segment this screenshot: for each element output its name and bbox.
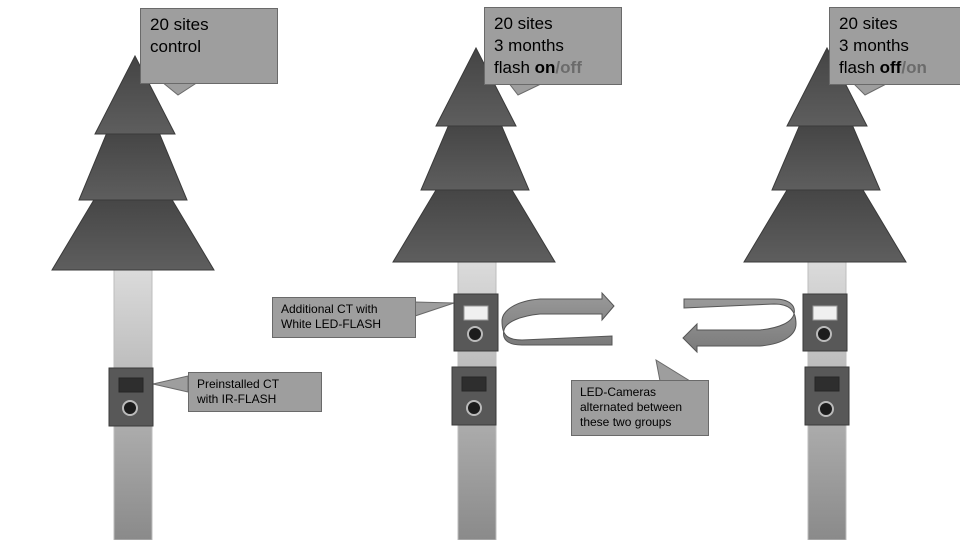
tree-foliage-middle: [771, 121, 881, 191]
callout-flash-state: flash off/on: [839, 57, 953, 79]
group-a-tree: [392, 46, 556, 540]
led-flash-window: [463, 305, 489, 321]
callout-duration: 3 months: [494, 36, 564, 55]
control-tree: [51, 54, 215, 540]
led-camera-trap: [802, 293, 848, 352]
camera-lens: [466, 400, 482, 416]
flash-active: off: [879, 58, 902, 77]
tree-foliage-bottom: [51, 192, 215, 271]
ir-flash-window: [461, 376, 487, 392]
flash-active: on: [534, 58, 556, 77]
flash-inactive: on: [906, 58, 927, 77]
control-callout: 20 sites control: [140, 8, 278, 84]
callout-group: control: [150, 37, 202, 56]
callout-duration: 3 months: [839, 36, 909, 55]
preinstalled-callout-pointer: [152, 375, 189, 393]
ir-flash-window: [118, 377, 144, 393]
tree-foliage-middle: [78, 129, 188, 201]
camera-lens: [818, 401, 834, 417]
group-a-callout: 20 sites 3 months flash on/off: [484, 7, 622, 85]
flash-inactive: off: [560, 58, 582, 77]
rotation-arrow-right: [682, 298, 797, 354]
camera-lens: [122, 400, 138, 416]
additional-callout-pointer: [414, 301, 455, 317]
callout-line: alternated between: [580, 400, 683, 414]
led-flash-window: [812, 305, 838, 321]
tree-foliage-middle: [420, 121, 530, 191]
flash-prefix: flash: [839, 58, 880, 77]
callout-line: with IR-FLASH: [197, 392, 277, 406]
callout-line: these two groups: [580, 415, 672, 429]
ir-camera-trap: [804, 366, 850, 426]
ir-camera-trap: [108, 367, 154, 427]
group-b-tree: [743, 46, 907, 540]
tree-foliage-top: [94, 54, 176, 135]
camera-lens: [816, 326, 832, 342]
flash-separator: /: [555, 58, 561, 77]
group-b-callout: 20 sites 3 months flash off/on: [829, 7, 960, 85]
rotation-arrow-left: [501, 291, 615, 346]
callout-line: Additional CT with: [281, 302, 378, 316]
callout-line: White LED-FLASH: [281, 317, 382, 331]
tree-foliage-top: [786, 46, 868, 127]
callout-sites: 20 sites: [839, 14, 898, 33]
callout-sites: 20 sites: [150, 15, 209, 34]
flash-prefix: flash: [494, 58, 535, 77]
alternation-callout-pointer: [655, 358, 692, 382]
camera-lens: [467, 326, 483, 342]
additional-ct-callout: Additional CT with White LED-FLASH: [272, 297, 416, 338]
ir-flash-window: [814, 376, 840, 392]
ir-camera-trap: [451, 366, 497, 426]
preinstalled-ct-callout: Preinstalled CT with IR-FLASH: [188, 372, 322, 412]
callout-line: LED-Cameras: [580, 385, 657, 399]
flash-separator: /: [901, 58, 907, 77]
alternation-callout: LED-Cameras alternated between these two…: [571, 380, 709, 436]
callout-flash-state: flash on/off: [494, 57, 612, 79]
tree-foliage-bottom: [743, 184, 907, 263]
tree-foliage-top: [435, 46, 517, 127]
tree-foliage-bottom: [392, 184, 556, 263]
callout-line: Preinstalled CT: [197, 377, 280, 391]
callout-sites: 20 sites: [494, 14, 553, 33]
led-camera-trap: [453, 293, 499, 352]
